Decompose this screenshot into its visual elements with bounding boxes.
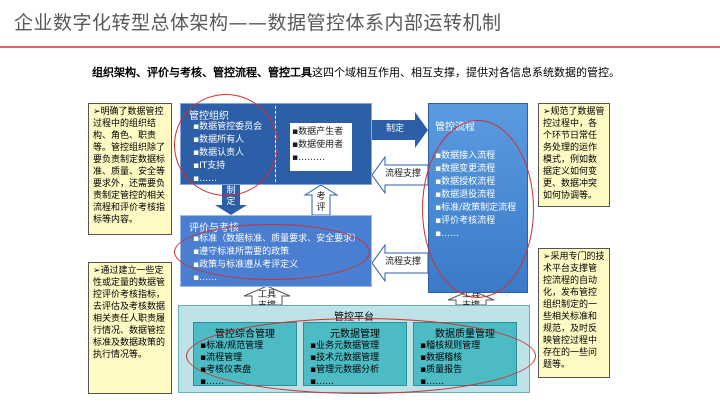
note-evaluation: ➢通过建立一些定性或定量的数据管控评价考核指标，去评估及考核数据相关责任人职责履…	[88, 262, 172, 394]
highlight-ellipse-evaluation	[174, 224, 370, 280]
tool-support-left-arrow	[243, 285, 291, 306]
process-support-bottom-label: 流程支撑	[384, 257, 421, 267]
role-item: ▪数据产生者	[292, 127, 344, 137]
highlight-ellipse-platform	[186, 318, 536, 394]
process-support-bottom-arrow	[371, 243, 429, 283]
evaluate-up-arrow	[303, 184, 339, 216]
role-item: ▪………	[292, 153, 326, 163]
evaluate-up-label: 考评	[316, 192, 326, 213]
note-org: ➢明确了数据管控过程中的组织结构、角色、职责等。管控组织除了要负责制定数据标准、…	[88, 103, 172, 235]
intro-bold: 组织架构、评价与考核、管控流程、管控工具	[92, 66, 312, 79]
intro-rest: 这四个域相互作用、相互支撑，提供对各信息系统数据的管控。	[312, 66, 620, 79]
highlight-ellipse-org	[174, 94, 278, 196]
highlight-ellipse-process	[422, 120, 534, 298]
intro-text: 组织架构、评价与考核、管控流程、管控工具这四个域相互作用、相互支撑，提供对各信息…	[92, 66, 652, 80]
role-item: ▪数据使用者	[292, 140, 344, 150]
title-divider	[0, 46, 720, 48]
note-platform: ➢采用专门的技术平台支撑管控流程的自动化，发布管控组织制定的一些相关标准和规范，…	[538, 248, 610, 378]
note-process: ➢规范了数据管控过程中，各个环节日常任务处理的运作模式，例如数据定义如何变更、数…	[538, 103, 610, 207]
process-support-top-arrow	[371, 155, 429, 195]
define-right-label: 制定	[385, 124, 404, 134]
evaluation-item: ▪……	[193, 273, 218, 283]
page-title: 企业数字化转型总体架构——数据管控体系内部运转机制	[14, 12, 502, 34]
platform-item: ▪……	[200, 377, 225, 387]
define-right-arrow	[372, 112, 428, 148]
roles-panel: ▪数据产生者 ▪数据使用者 ▪………	[289, 122, 353, 172]
process-support-top-label: 流程支撑	[384, 169, 421, 179]
